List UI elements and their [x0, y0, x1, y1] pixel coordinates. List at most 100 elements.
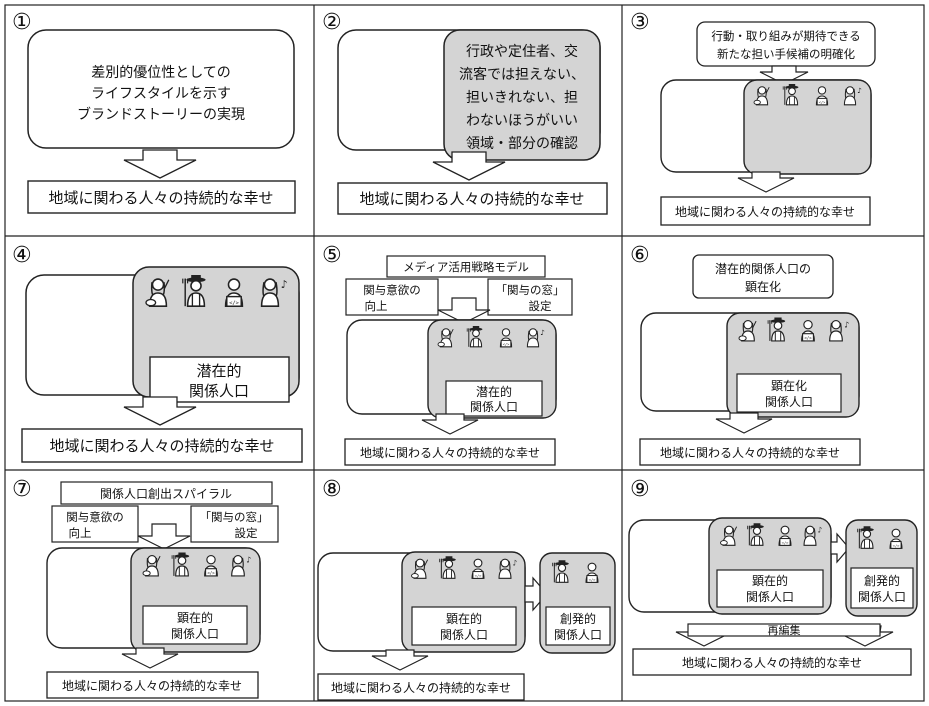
emergent-label-box [850, 567, 914, 609]
panel-number: ① [12, 10, 32, 35]
wellbeing-label: 地域に関わる人々の持続的な幸せ [359, 190, 584, 208]
potential-label-2: 関係人口 [470, 400, 518, 414]
media-model-box [386, 255, 546, 278]
manifest-label-box [142, 605, 248, 645]
motivation-line-2: 向上 [69, 526, 92, 540]
wellbeing-box [317, 673, 525, 701]
window-box [487, 278, 573, 316]
panel-9: ⑨ 顕在的 関係人口 創発的 関係人口 再編集 地域に関わる人々の持続的な幸せ [628, 477, 918, 676]
panel-2: ② 行政や定住者、交 流客では担えない、 担いきれない、担 わないほうがいい 領… [322, 10, 608, 215]
panel-number: ④ [12, 243, 32, 268]
potential-label-2: 関係人口 [189, 382, 249, 400]
emergent-label-1: 創発的 [864, 573, 900, 588]
window-line-2: 設定 [235, 526, 258, 540]
panel-8: ⑧ 顕在的 関係人口 創発的 関係人口 地域に関わる人々の持続的な幸せ [317, 477, 616, 701]
media-model-label: メディア活用戦略モデル [403, 260, 529, 274]
manifest-label-2: 関係人口 [440, 628, 488, 642]
down-arrow [137, 523, 191, 550]
down-arrow [715, 412, 773, 434]
emergent-label-box [545, 606, 611, 646]
panel-6: ⑥ 潜在的関係人口の 顕在化 顕在化 関係人口 地域に関わる人々の持続的な幸せ [630, 243, 861, 466]
down-arrow [432, 151, 506, 181]
panel-number: ③ [630, 10, 650, 35]
manifest-label-2: 関係人口 [746, 590, 794, 604]
wellbeing-label: 地域に関わる人々の持続的な幸せ [660, 445, 840, 460]
down-arrow [371, 649, 429, 671]
wellbeing-box [660, 196, 871, 226]
emergent-label-2: 関係人口 [858, 590, 906, 604]
motivation-line-1: 関与意欲の [363, 283, 421, 297]
wellbeing-box [639, 438, 861, 466]
window-line-1: 「関与の窓」 [200, 510, 269, 524]
window-box [190, 505, 279, 543]
manifest-label-1: 顕在的 [752, 573, 788, 588]
panel-number: ⑧ [322, 477, 342, 502]
wellbeing-box [21, 428, 303, 463]
wellbeing-label: 地域に関わる人々の持続的な幸せ [331, 680, 511, 695]
wellbeing-label: 地域に関わる人々の持続的な幸せ [675, 204, 855, 219]
spiral-label: 関係人口創出スパイラル [100, 487, 232, 501]
manifest-label-box [411, 606, 517, 646]
down-arrow [121, 647, 179, 669]
wellbeing-label: 地域に関わる人々の持続的な幸せ [682, 655, 862, 670]
manifest-label-1: 顕在的 [177, 610, 213, 625]
panel-5: ⑤ メディア活用戦略モデル 関与意欲の 向上 「関与の窓」 設定 潜在的 関係人… [322, 243, 573, 466]
wellbeing-box [344, 438, 556, 466]
wellbeing-box [337, 182, 608, 215]
wellbeing-label: 地域に関わる人々の持続的な幸せ [48, 189, 273, 207]
emergence-line-1: 潜在的関係人口の [715, 261, 811, 276]
motivation-box [345, 278, 439, 316]
window-line-1: 「関与の窓」 [496, 283, 565, 297]
down-arrow [421, 413, 479, 435]
boundary-line-4: わないほうがいい [466, 113, 578, 129]
boundary-line-2: 流客では担えない、 [459, 66, 585, 83]
spiral-box [60, 481, 273, 505]
reorganize-label: 再編集 [768, 623, 801, 637]
wellbeing-label: 地域に関わる人々の持続的な幸せ [49, 437, 274, 455]
panel-3: ③ 行動・取り組みが期待できる 新たな担い手候補の明確化 地域に関わる人々の持続… [630, 10, 876, 226]
candidate-line-1: 行動・取り組みが期待できる [711, 29, 860, 43]
panel-number: ⑦ [12, 477, 32, 502]
boundary-box [443, 29, 601, 161]
down-arrow [123, 149, 197, 179]
panel-number: ⑤ [322, 243, 342, 268]
emergent-label-2: 関係人口 [554, 628, 602, 642]
wellbeing-box [27, 180, 296, 214]
boundary-line-3: 担いきれない、担 [466, 90, 578, 106]
potential-label-1: 潜在的 [476, 384, 512, 399]
story-line-3: ブランドストーリーの実現 [77, 106, 245, 123]
wellbeing-box [632, 648, 912, 676]
story-box [27, 29, 295, 149]
wellbeing-label: 地域に関わる人々の持続的な幸せ [360, 445, 540, 460]
manifest-label-1: 顕在的 [446, 611, 482, 626]
down-arrow [437, 297, 491, 324]
panel-number: ② [322, 10, 342, 35]
boundary-line-5: 領域・部分の確認 [466, 135, 578, 152]
emergence-line-2: 顕在化 [745, 280, 781, 294]
wellbeing-label: 地域に関わる人々の持続的な幸せ [62, 678, 242, 693]
panel-number: ⑨ [630, 477, 650, 502]
panel-7: ⑦ 関係人口創出スパイラル 関与意欲の 向上 「関与の窓」 設定 顕在的 関係人… [12, 477, 279, 699]
panel-4: ④ 潜在的 関係人口 地域に関わる人々の持続的な幸せ [12, 243, 303, 463]
panel-number: ⑥ [630, 243, 650, 268]
manifest-label-box [736, 373, 842, 413]
right-arrow [830, 532, 850, 564]
boundary-line-1: 行政や定住者、交 [466, 43, 578, 60]
panel-grid [4, 4, 925, 702]
manifest-label-2: 関係人口 [171, 627, 219, 641]
manifest-label-box [716, 569, 824, 608]
down-arrow [759, 65, 809, 85]
emergence-box [692, 254, 834, 299]
manifest-label-1: 顕在化 [771, 379, 807, 393]
motivation-line-1: 関与意欲の [66, 510, 124, 524]
potential-label-box [149, 356, 290, 403]
motivation-box [51, 505, 139, 543]
manifest-label-2: 関係人口 [765, 395, 813, 409]
down-arrow [737, 171, 795, 193]
story-line-2: ライフスタイルを示す [91, 86, 231, 102]
potential-label-box [445, 380, 543, 417]
candidate-line-2: 新たな担い手候補の明確化 [717, 47, 855, 61]
window-line-2: 設定 [529, 299, 552, 313]
